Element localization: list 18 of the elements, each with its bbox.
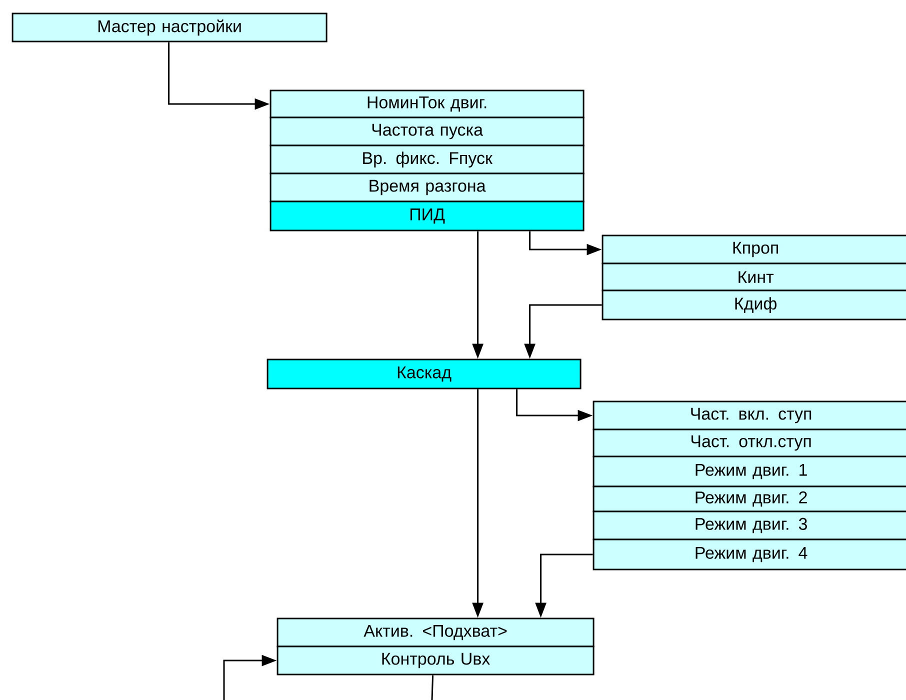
menu-item-box: НоминТок двиг. xyxy=(270,90,584,118)
menu-item-box: Режим двиг. 4 xyxy=(592,538,906,570)
menu-item-box: Кпроп xyxy=(602,234,906,264)
menu-item-box: ПИД xyxy=(270,200,584,232)
menu-item-box: Вр. фикс. Fпуск xyxy=(270,144,584,174)
menu-item-box: Каскад xyxy=(266,358,582,390)
menu-item-box: Режим двиг. 2 xyxy=(592,486,906,512)
menu-item-box: Част. откл.ступ xyxy=(592,428,906,458)
menu-item-box: Контроль Uвх xyxy=(276,646,594,676)
menu-item-box: Частота пуска xyxy=(270,116,584,146)
menu-item-box: Кдиф xyxy=(602,290,906,320)
menu-item-box: Мастер настройки xyxy=(12,12,328,42)
menu-item-box: Время разгона xyxy=(270,172,584,202)
menu-item-box: Режим двиг. 1 xyxy=(592,456,906,488)
menu-item-box: Режим двиг. 3 xyxy=(592,510,906,540)
menu-item-box: Кинт xyxy=(602,262,906,292)
menu-item-box: Актив. <Подхват> xyxy=(276,618,594,648)
menu-item-box: Част. вкл. ступ xyxy=(592,400,906,430)
